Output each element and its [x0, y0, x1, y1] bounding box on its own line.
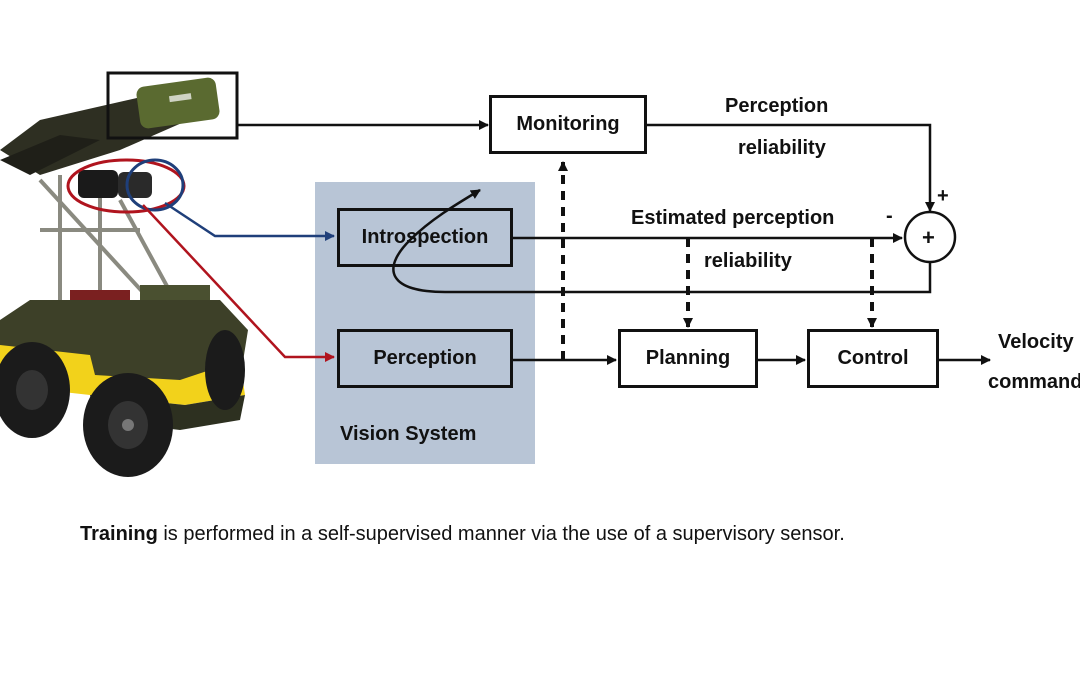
estimated-reliability-label-2: reliability	[704, 250, 792, 272]
edge-monitoring-sum	[647, 123, 935, 212]
robot-image	[0, 77, 248, 477]
supervisory-sensor-box	[106, 71, 239, 140]
edge-camera-perception	[142, 204, 335, 362]
planning-label: Planning	[645, 347, 731, 369]
control-label: Control	[837, 347, 909, 369]
perception-reliability-label-2: reliability	[738, 137, 826, 159]
introspection-camera-marker	[125, 158, 185, 212]
edge-camera-introspection	[164, 201, 335, 241]
edge-training-feedback	[392, 188, 932, 294]
caption-text: is performed in a self-supervised manner…	[157, 523, 845, 545]
supervisory-sensor	[136, 77, 220, 129]
robot-wheels	[0, 330, 245, 477]
summing-junction	[903, 210, 957, 264]
output-label-1: Velocity	[998, 331, 1074, 353]
perception-block: Perception	[337, 329, 513, 388]
introspection-label: Introspection	[361, 226, 489, 248]
caption: Training is performed in a self-supervis…	[80, 523, 845, 546]
output-label-2: commands	[988, 371, 1080, 393]
planning-block: Planning	[618, 329, 758, 388]
vision-system-group	[315, 182, 535, 464]
perception-reliability-label-1: Perception	[725, 95, 829, 117]
minus-sign: -	[886, 205, 893, 227]
estimated-reliability-label-1: Estimated perception	[631, 207, 835, 229]
monitoring-block: Monitoring	[489, 95, 647, 154]
caption-bold: Training	[80, 523, 158, 545]
perception-label: Perception	[373, 347, 477, 369]
vision-system-label: Vision System	[340, 423, 477, 445]
plus-sign: +	[937, 185, 949, 207]
control-block: Control	[807, 329, 939, 388]
monitoring-label: Monitoring	[516, 113, 620, 135]
summing-junction-symbol: +	[922, 225, 935, 250]
introspection-block: Introspection	[337, 208, 513, 267]
